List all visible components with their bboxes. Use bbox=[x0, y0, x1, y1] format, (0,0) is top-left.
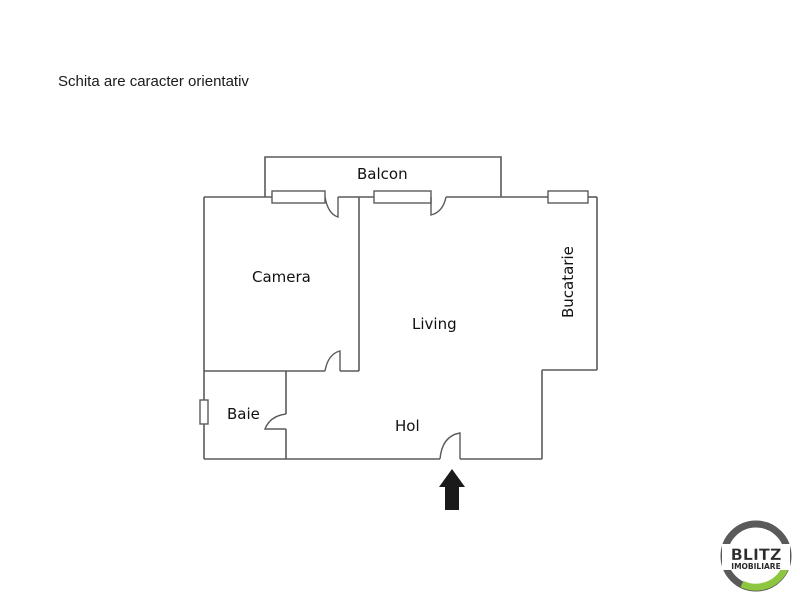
room-label-camera: Camera bbox=[252, 268, 311, 286]
disclaimer-note: Schita are caracter orientativ bbox=[58, 73, 249, 90]
arrow-up-icon bbox=[439, 469, 465, 510]
door-bath bbox=[263, 413, 287, 430]
window-living bbox=[373, 190, 432, 204]
door-camera-hall bbox=[324, 350, 341, 372]
room-label-hol: Hol bbox=[395, 417, 420, 435]
balcony-wall bbox=[264, 156, 502, 197]
door-camera-balcony bbox=[324, 196, 339, 218]
door-living-balcony bbox=[430, 196, 447, 216]
window-bath bbox=[199, 399, 209, 425]
room-label-living: Living bbox=[412, 315, 457, 333]
logo-text-blitz: BLITZ bbox=[731, 545, 782, 564]
window-camera bbox=[271, 190, 326, 204]
logo-text-imobiliare: IMOBILIARE bbox=[731, 562, 780, 571]
entrance-door bbox=[439, 432, 461, 460]
window-kitchen bbox=[547, 190, 589, 204]
room-label-balcon: Balcon bbox=[357, 165, 408, 183]
room-label-bucatarie: Bucatarie bbox=[559, 246, 577, 318]
blitz-imobiliare-logo: BLITZ IMOBILIARE bbox=[720, 520, 792, 592]
room-label-baie: Baie bbox=[227, 405, 260, 423]
